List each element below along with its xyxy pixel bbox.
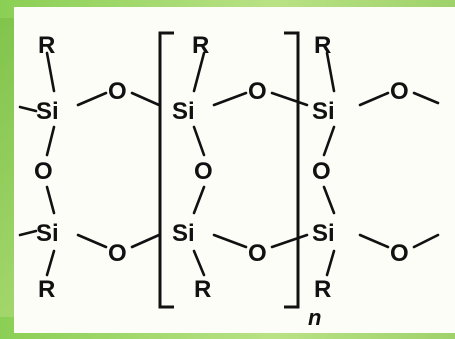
bond-o-si-right-vertical-bottom — [322, 185, 336, 215]
bond-o-si-top-mid-right — [270, 91, 309, 107]
atom-o: O — [108, 240, 127, 267]
repeat-subscript-n: n — [308, 305, 321, 330]
atom-o: O — [248, 240, 267, 267]
atom-o: O — [34, 158, 53, 185]
bond-o-si-mid-vertical-bottom — [192, 185, 206, 215]
atom-si: Si — [312, 98, 335, 125]
atom-o: O — [390, 78, 409, 105]
bond-stub-bottom-left — [18, 229, 38, 237]
bond-si-r-bottom-right — [325, 249, 336, 277]
bond-o-stub-top-right — [412, 91, 440, 105]
atom-o: O — [108, 78, 127, 105]
bond-r-si-top-right — [325, 51, 336, 93]
atom-si: Si — [172, 98, 195, 125]
bond-si-o-bottom-right — [358, 233, 390, 249]
atom-o: O — [248, 78, 267, 105]
atom-si: Si — [36, 98, 59, 125]
bond-si-o-left-vertical-top — [45, 125, 56, 157]
bond-o-stub-bottom-right — [412, 233, 440, 249]
bond-o-si-bottom-mid-right — [270, 233, 309, 249]
bond-si-r-bottom-left — [45, 249, 56, 277]
atom-r: R — [38, 32, 55, 59]
atom-r: R — [192, 32, 209, 59]
bond-r-si-top-left — [45, 51, 56, 93]
bond-o-si-top-left-mid — [130, 91, 161, 107]
atom-o: O — [194, 158, 213, 185]
repeat-bracket-left — [158, 31, 174, 309]
bond-si-o-right-vertical-top — [322, 125, 336, 157]
atom-r: R — [194, 276, 211, 303]
atom-r: R — [38, 276, 55, 303]
atom-si: Si — [172, 220, 195, 247]
bond-si-o-top-mid — [212, 91, 248, 107]
atom-r: R — [314, 32, 331, 59]
siloxane-ladder-structure: R Si O O Si O R R Si O O Si O R R Si O O… — [18, 31, 440, 330]
bonds — [18, 51, 440, 277]
bond-o-si-bottom-left-mid — [130, 233, 161, 249]
bond-si-o-top-right — [358, 91, 390, 107]
bond-si-o-top-left — [76, 91, 108, 107]
atom-r: R — [314, 276, 331, 303]
atom-si: Si — [312, 220, 335, 247]
bond-o-si-left-vertical-bottom — [45, 185, 56, 215]
atom-o: O — [312, 158, 331, 185]
repeat-bracket-right — [284, 31, 300, 309]
bond-r-si-top-mid — [192, 51, 206, 93]
bond-si-o-bottom-mid — [212, 233, 248, 249]
atom-si: Si — [36, 220, 59, 247]
atom-o: O — [390, 240, 409, 267]
diagram-panel: R Si O O Si O R R Si O O Si O R R Si O O… — [14, 7, 455, 333]
bond-stub-top-left — [18, 105, 38, 113]
bond-si-o-mid-vertical-top — [192, 125, 206, 157]
bond-si-r-bottom-mid — [192, 249, 206, 277]
bond-si-o-bottom-left — [76, 233, 108, 249]
